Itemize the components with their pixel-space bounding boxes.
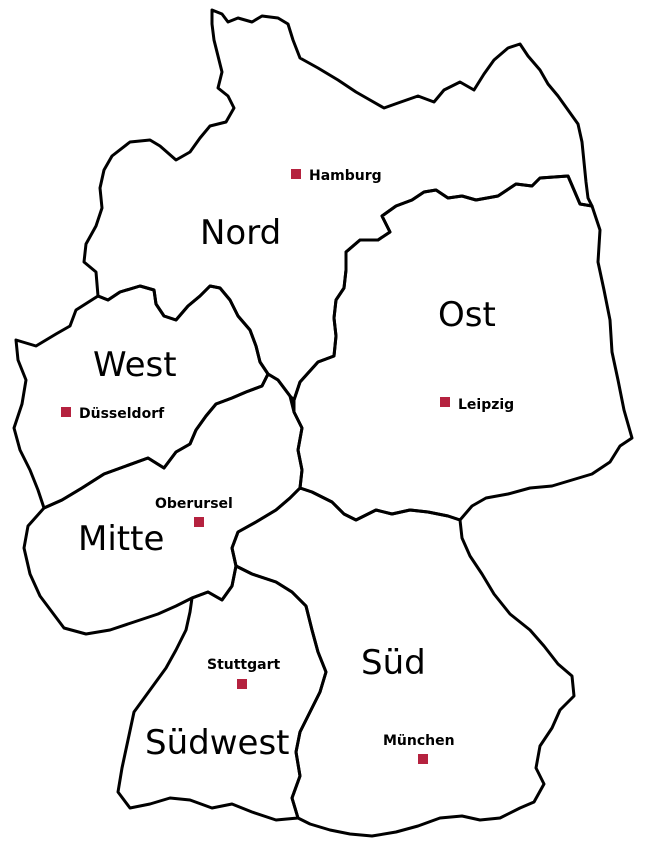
region-west-outline[interactable]: [12, 284, 270, 510]
region-label-west: West: [93, 345, 177, 385]
region-label-suedwest: Südwest: [145, 723, 289, 763]
region-suedwest-outline[interactable]: [116, 564, 328, 822]
city-label-leipzig: Leipzig: [458, 397, 514, 413]
city-label-hamburg: Hamburg: [309, 168, 382, 184]
city-label-oberursel: Oberursel: [155, 496, 233, 512]
city-marker-stuttgart[interactable]: [237, 679, 247, 689]
region-label-ost: Ost: [438, 295, 496, 335]
region-label-sued: Süd: [361, 643, 426, 683]
region-nord-outline[interactable]: [82, 8, 594, 402]
city-label-muenchen: München: [383, 733, 455, 749]
city-marker-hamburg[interactable]: [291, 169, 301, 179]
region-ost-outline[interactable]: [292, 174, 634, 522]
city-marker-muenchen[interactable]: [418, 754, 428, 764]
city-label-duesseldorf: Düsseldorf: [79, 406, 165, 422]
city-marker-duesseldorf[interactable]: [61, 407, 71, 417]
city-label-stuttgart: Stuttgart: [207, 657, 281, 673]
region-label-nord: Nord: [200, 213, 281, 253]
city-marker-oberursel[interactable]: [194, 517, 204, 527]
city-marker-leipzig[interactable]: [440, 397, 450, 407]
region-label-mitte: Mitte: [78, 519, 164, 559]
